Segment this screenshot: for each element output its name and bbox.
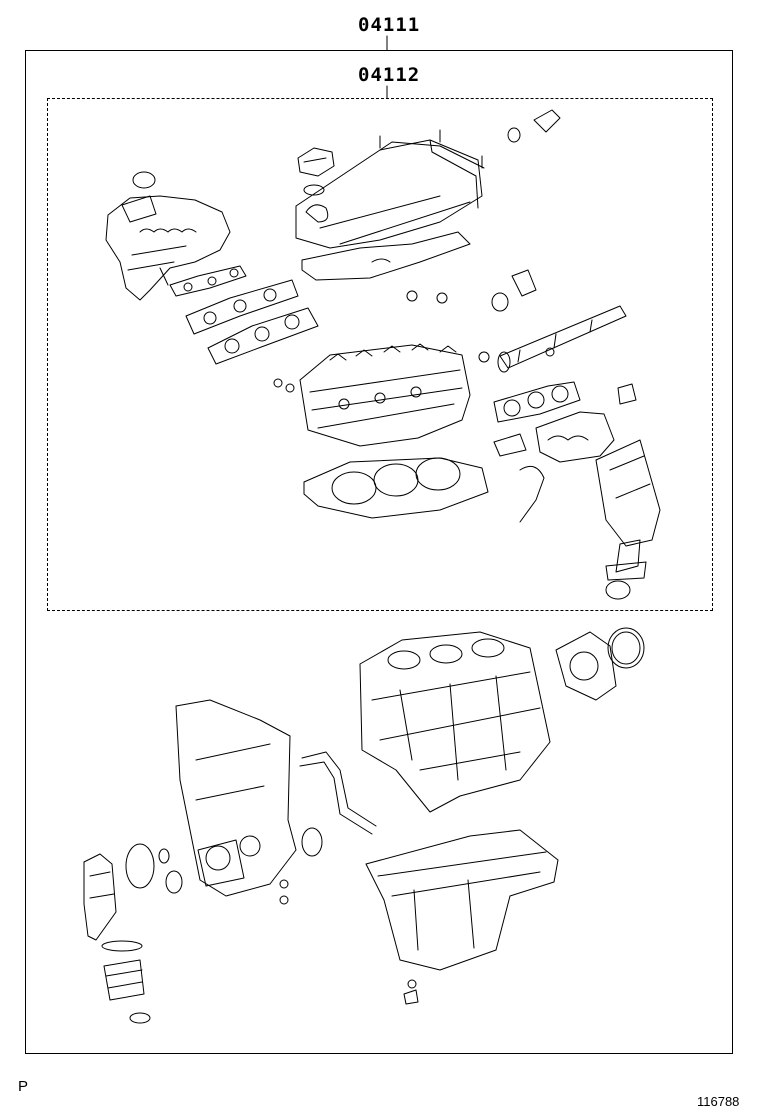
- intake-gasket-sketch: [170, 266, 318, 364]
- outer-kit-callout: 04111: [358, 14, 421, 36]
- cylinder-head-sketch: [300, 344, 470, 446]
- corner-code-text: P: [18, 1078, 29, 1095]
- rear-oil-seal-sketch: [556, 628, 644, 700]
- figure-number-text: 116788: [697, 1094, 740, 1109]
- timing-cover-sketch: [176, 700, 296, 896]
- oil-pan-sketch: [366, 830, 558, 1004]
- head-cover-gasket-sketch: [302, 232, 470, 280]
- oil-pipe-sketch: [300, 752, 376, 834]
- oil-filter-housing-sketch: [84, 854, 150, 1023]
- oil-filler-cap-sketch: [298, 148, 334, 195]
- outer-kit-frame: [25, 50, 733, 1054]
- exhaust-gasket-sketch: [494, 382, 636, 456]
- exhaust-manifold-sketch: [520, 412, 660, 599]
- cylinder-head-cover-sketch: [296, 130, 484, 248]
- inner-kit-frame: [47, 98, 713, 611]
- inner-kit-callout: 04112: [358, 64, 421, 86]
- intake-manifold-sketch: [106, 172, 230, 300]
- cylinder-block-sketch: [360, 632, 550, 812]
- fuel-rail-sketch: [498, 306, 626, 372]
- head-gasket-sketch: [304, 458, 488, 518]
- timing-seal-sketch: [126, 828, 322, 904]
- small-seal-sketch: [274, 110, 560, 392]
